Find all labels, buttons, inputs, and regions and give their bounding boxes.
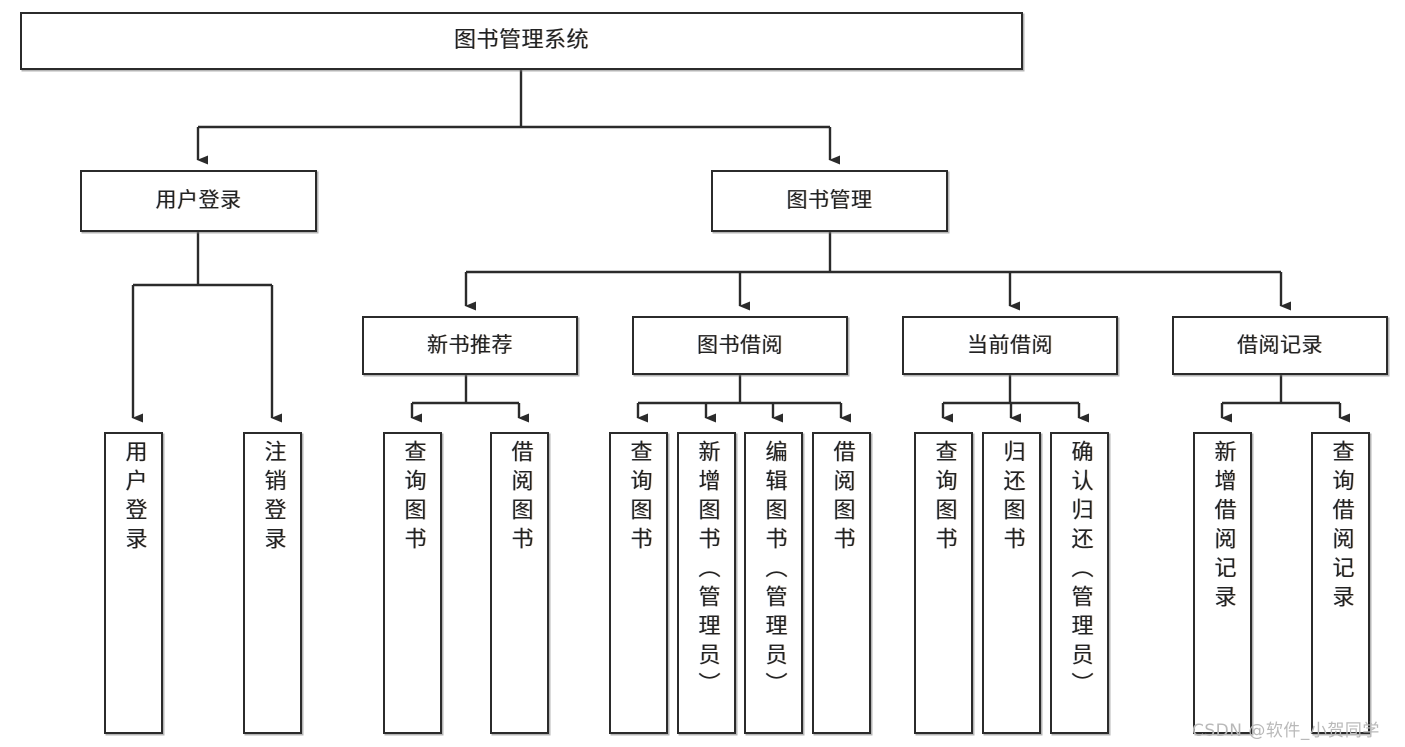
node-label: 查询借阅记录 — [1328, 440, 1354, 614]
node-book-borrow[interactable]: 图书借阅 — [632, 316, 848, 375]
node-leaf-add-book-admin[interactable]: 新增图书（管理员） — [677, 432, 736, 734]
node-leaf-borrow-book[interactable]: 借阅图书 — [812, 432, 871, 734]
node-leaf-query-book-recommend[interactable]: 查询图书 — [383, 432, 442, 734]
node-label: 查询图书 — [626, 440, 652, 556]
node-label: 用户登录 — [155, 188, 242, 213]
node-label: 借阅图书 — [507, 440, 533, 556]
node-root-book-management-system[interactable]: 图书管理系统 — [20, 12, 1023, 70]
node-leaf-query-borrow-record[interactable]: 查询借阅记录 — [1311, 432, 1370, 734]
node-label: 新书推荐 — [427, 332, 513, 357]
watermark-csdn: CSDN @软件_小贺同学 — [1192, 721, 1380, 741]
node-label: 图书借阅 — [697, 332, 783, 357]
node-label: 图书管理 — [786, 188, 873, 213]
node-label: 图书管理系统 — [453, 27, 589, 53]
node-label: 归还图书 — [999, 440, 1025, 556]
node-label: 当前借阅 — [967, 332, 1053, 357]
node-label: 注销登录 — [260, 440, 286, 556]
node-leaf-add-borrow-record[interactable]: 新增借阅记录 — [1193, 432, 1252, 734]
node-label: 查询图书 — [400, 440, 426, 556]
node-leaf-confirm-return-admin[interactable]: 确认归还（管理员） — [1050, 432, 1109, 734]
node-leaf-return-book[interactable]: 归还图书 — [982, 432, 1041, 734]
node-label: 借阅记录 — [1237, 332, 1323, 357]
node-book-management[interactable]: 图书管理 — [711, 170, 948, 232]
node-leaf-query-book-current[interactable]: 查询图书 — [914, 432, 973, 734]
node-label: 确认归还（管理员） — [1067, 440, 1093, 701]
node-leaf-edit-book-admin[interactable]: 编辑图书（管理员） — [744, 432, 803, 734]
node-leaf-query-book-borrow[interactable]: 查询图书 — [609, 432, 668, 734]
node-user-login[interactable]: 用户登录 — [80, 170, 317, 232]
node-leaf-borrow-book-recommend[interactable]: 借阅图书 — [490, 432, 549, 734]
node-label: 借阅图书 — [829, 440, 855, 556]
node-label: 用户登录 — [121, 440, 147, 556]
node-borrow-record[interactable]: 借阅记录 — [1172, 316, 1388, 375]
node-label: 新增借阅记录 — [1210, 440, 1236, 614]
node-label: 编辑图书（管理员） — [761, 440, 787, 701]
node-leaf-user-login[interactable]: 用户登录 — [104, 432, 163, 734]
node-new-book-recommend[interactable]: 新书推荐 — [362, 316, 578, 375]
node-current-borrow[interactable]: 当前借阅 — [902, 316, 1118, 375]
node-leaf-logout[interactable]: 注销登录 — [243, 432, 302, 734]
node-label: 查询图书 — [931, 440, 957, 556]
node-label: 新增图书（管理员） — [694, 440, 720, 701]
